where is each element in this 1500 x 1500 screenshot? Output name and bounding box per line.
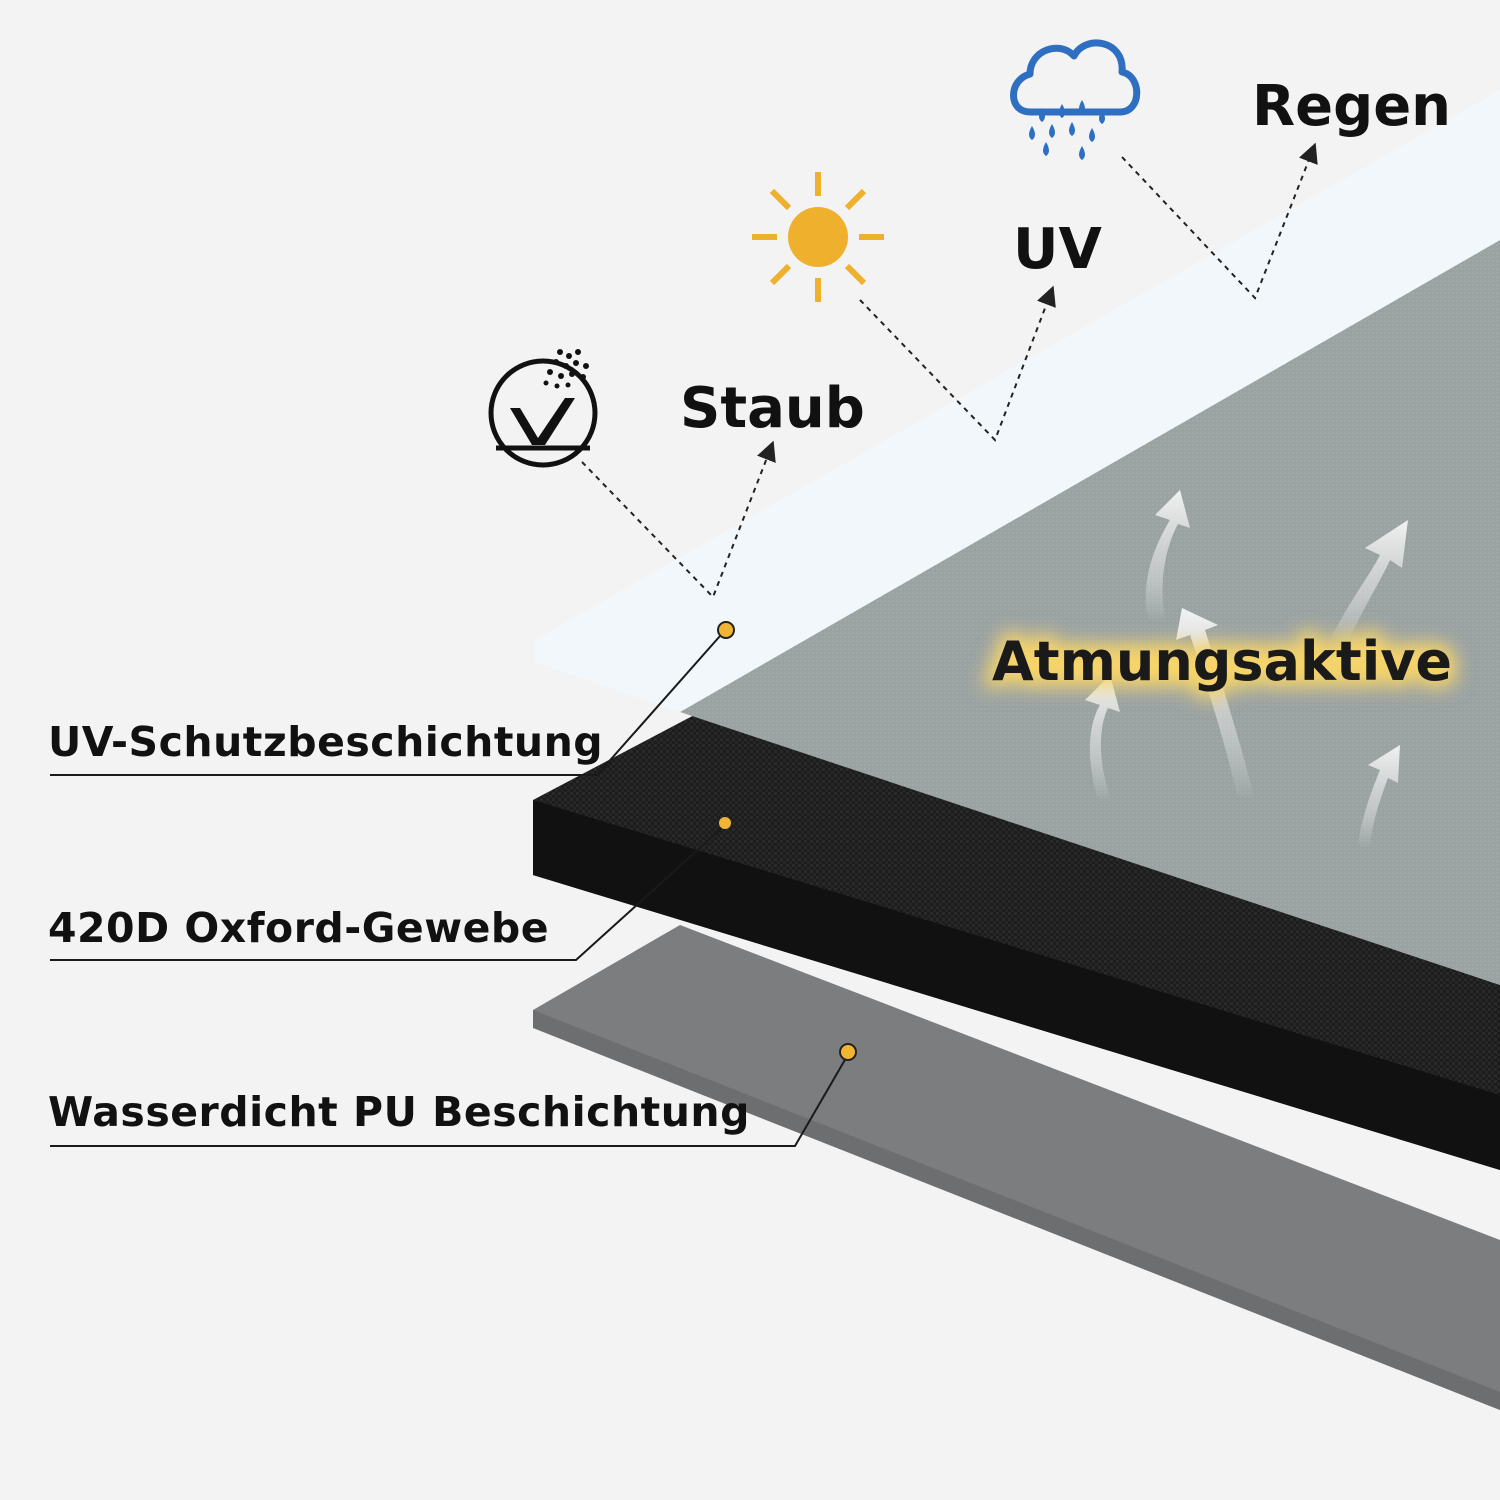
rain-cloud-icon — [1010, 39, 1141, 160]
pu-coating-layer — [533, 925, 1500, 1410]
breath-arrows — [1085, 490, 1408, 848]
pu-coating-label: Wasserdicht PU Beschichtung — [48, 1088, 750, 1136]
dust-reflection-line — [581, 440, 776, 599]
uv-coating-layer — [535, 90, 1500, 712]
uv-reflection-line — [859, 285, 1056, 442]
oxford-fabric-layer — [533, 712, 1500, 1170]
pu-marker — [839, 1043, 857, 1061]
reflection-lines — [581, 142, 1318, 599]
uv-coating-label: UV-Schutzbeschichtung — [48, 718, 603, 766]
breath-arrow-icon — [1176, 608, 1255, 800]
dust-label: Staub — [680, 376, 865, 441]
uv-coating-leader — [50, 635, 721, 776]
breathable-label: Atmungsaktive — [992, 630, 1452, 693]
uv-coating-marker — [717, 621, 735, 639]
dust-shield-icon — [488, 349, 598, 468]
oxford-fabric-label: 420D Oxford-Gewebe — [48, 904, 549, 952]
pu-leader — [50, 1057, 847, 1147]
layer-callouts — [50, 635, 847, 1147]
breath-arrow-icon — [1085, 675, 1120, 802]
breath-arrow-icon — [1358, 745, 1400, 848]
top-fabric-layer — [680, 240, 1500, 985]
breathable-label-group: Atmungsaktive Atmungsaktive — [985, 623, 1459, 700]
breathable-glow: Atmungsaktive — [992, 630, 1452, 693]
breath-arrow-icon — [1145, 490, 1190, 622]
breath-arrow-icon — [1330, 520, 1408, 648]
sun-icon — [752, 172, 884, 302]
oxford-marker — [719, 817, 731, 829]
layer-markers — [717, 621, 857, 1061]
uv-label: UV — [1013, 217, 1102, 282]
oxford-leader — [50, 827, 723, 961]
rain-reflection-line — [1121, 142, 1318, 300]
rain-label: Regen — [1252, 74, 1451, 139]
